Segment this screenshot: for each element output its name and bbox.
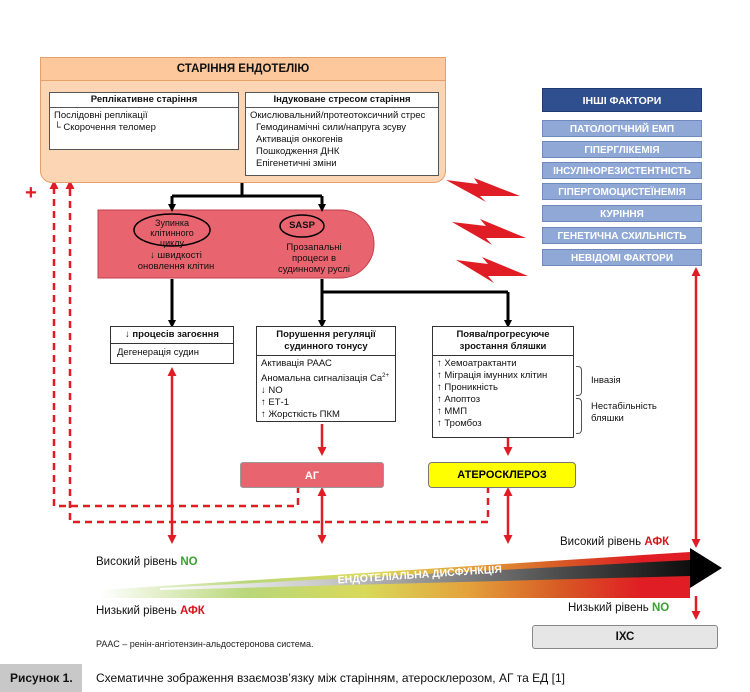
stress-line: Гемодинамічні сили/напруга зсуву <box>256 122 407 133</box>
sasp-text: Прозапальні процеси в судинному руслі <box>277 242 351 275</box>
figure-caption: Рисунок 1. Схематичне зображення взаємоз… <box>0 664 750 692</box>
figure-label: Рисунок 1. <box>0 664 82 692</box>
high-no-label: Високий рівень NO <box>96 556 198 568</box>
plus-sign: + <box>25 182 37 204</box>
instability-bracket <box>576 398 582 434</box>
endothelial-aging-box: СТАРІННЯ ЕНДОТЕЛІЮ Реплікативне старіння… <box>40 57 446 183</box>
hypertension-box: АГ <box>240 462 384 488</box>
high-no-prefix: Високий рівень <box>96 556 181 568</box>
vascular-tone-header: Порушення регуляції судинного тонусу <box>257 327 395 356</box>
plaque-box: Поява/прогресуюче зростання бляшки ↑ Хем… <box>432 326 574 438</box>
cell-cycle-arrest-oval <box>133 213 211 247</box>
high-afk-label: Високий рівень АФК <box>560 536 669 548</box>
factor-item: ІНСУЛІНОРЕЗИСТЕНТНІСТЬ <box>542 162 702 179</box>
plaque-line: ↑ Міграція імунних клітин <box>437 370 548 381</box>
tone-line: ↑ Жорсткість ПКМ <box>261 409 340 421</box>
stress-aging-header: Індуковане стресом старіння <box>246 93 438 108</box>
healing-box: ↓ процесів загоєння Дегенерація судин <box>110 326 234 364</box>
sasp-label: SASP <box>289 220 315 231</box>
stress-line: Активація онкогенів <box>256 134 343 145</box>
invasion-bracket <box>576 366 582 396</box>
low-no-value: NO <box>651 602 670 614</box>
cell-renewal-text: ↓ швидкості оновлення клітин <box>137 250 215 272</box>
invasion-label: Інвазія <box>591 375 621 386</box>
red-solid-arrows <box>167 267 701 620</box>
factor-item: ГЕНЕТИЧНА СХИЛЬНІСТЬ <box>542 227 702 244</box>
tone-line-calcium: Аномальна сигналізація Ca2+ <box>257 370 395 385</box>
tone-line: ↓ NO <box>261 385 283 397</box>
low-afk-value: АФК <box>179 605 205 617</box>
plaque-line: ↑ Проникність <box>437 382 498 393</box>
plaque-line: ↑ ММП <box>437 406 468 417</box>
stress-line: Окислювальний/протеотоксичний стрес <box>250 110 426 121</box>
replicative-line: └ Скорочення теломер <box>54 122 156 133</box>
replicative-line: Послідовні реплікації <box>54 110 148 121</box>
low-afk-prefix: Низький рівень <box>96 605 180 617</box>
stress-aging-box: Індуковане стресом старіння Окислювальни… <box>245 92 439 176</box>
factor-item: КУРІННЯ <box>542 205 702 222</box>
factor-item: НЕВІДОМІ ФАКТОРИ <box>542 249 702 266</box>
instability-label: Нестабільність бляшки <box>591 401 657 424</box>
healing-line: Дегенерація судин <box>117 347 199 358</box>
endothelial-aging-title: СТАРІННЯ ЕНДОТЕЛІЮ <box>41 58 445 81</box>
dysfunction-band <box>100 548 722 598</box>
high-afk-value: АФК <box>644 536 670 548</box>
tone-line: ↑ ЕТ-1 <box>261 397 289 409</box>
footnote: РААС – ренін-ангіотензин-альдостеронова … <box>96 639 314 649</box>
low-no-label: Низький рівень NO <box>568 602 669 614</box>
figure-caption-text: Схематичне зображення взаємозв’язку між … <box>96 671 565 685</box>
factor-item: ГІПЕРГОМОЦИСТЕЇНЕМІЯ <box>542 183 702 200</box>
healing-header: ↓ процесів загоєння <box>111 327 233 344</box>
low-afk-label: Низький рівень АФК <box>96 605 205 617</box>
atherosclerosis-box: АТЕРОСКЛЕРОЗ <box>428 462 576 488</box>
stress-line: Пошкодження ДНК <box>256 146 340 157</box>
stress-line: Епігенетичні зміни <box>256 158 337 169</box>
plaque-line: ↑ Хемоатрактанти <box>437 358 517 369</box>
tone-line: Активація РААС <box>261 358 332 369</box>
cell-cycle-arrest-label: Зупинка клітинного циклу <box>150 218 194 248</box>
black-connectors <box>168 182 512 328</box>
plaque-header: Поява/прогресуюче зростання бляшки <box>433 327 573 356</box>
low-no-prefix: Низький рівень <box>568 602 652 614</box>
high-afk-prefix: Високий рівень <box>560 536 645 548</box>
red-dashed-feedback <box>49 180 490 524</box>
calcium-superscript: 2+ <box>382 373 390 379</box>
lightning-icons <box>446 178 528 283</box>
tone-line-text: Аномальна сигналізація Ca <box>261 373 383 385</box>
replicative-aging-header: Реплікативне старіння <box>50 93 238 108</box>
plaque-line: ↑ Апоптоз <box>437 394 481 405</box>
other-factors-header: ІНШІ ФАКТОРИ <box>542 88 702 112</box>
vascular-tone-box: Порушення регуляції судинного тонусу Акт… <box>256 326 396 422</box>
high-no-value: NO <box>180 556 198 568</box>
ihd-box: ІХС <box>532 625 718 649</box>
sasp-oval <box>279 214 325 238</box>
factor-item: ГІПЕРГЛІКЕМІЯ <box>542 141 702 158</box>
plaque-line: ↑ Тромбоз <box>437 418 482 429</box>
replicative-aging-box: Реплікативне старіння Послідовні репліка… <box>49 92 239 150</box>
factor-item: ПАТОЛОГІЧНИЙ ЕМП <box>542 120 702 137</box>
